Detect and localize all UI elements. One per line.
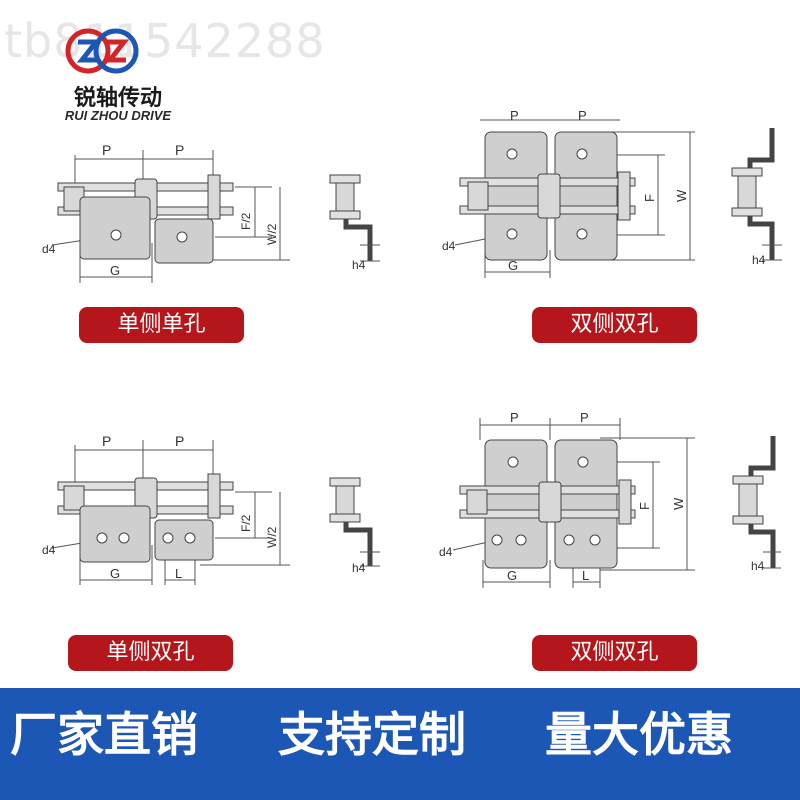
banner-factory-direct: 厂家直销 — [10, 708, 198, 763]
tag-single-side-double-hole: 单侧双孔 — [68, 635, 233, 671]
diagram-single-side-double-hole: P P G L d4 F/2 W/2 h4 — [42, 433, 380, 585]
label-f-half: F/2 — [239, 514, 253, 532]
tag-double-side-double-hole-top: 双侧双孔 — [532, 307, 697, 343]
label-w-half: W/2 — [265, 526, 279, 548]
label-w: W — [674, 189, 689, 202]
label-d4: d4 — [42, 242, 56, 256]
brand-name-en: RUI ZHOU DRIVE — [64, 108, 172, 123]
tag-double-side-double-hole-bottom: 双侧双孔 — [532, 635, 697, 671]
label-h4: h4 — [352, 561, 366, 575]
label-h4: h4 — [352, 258, 366, 272]
banner-bulk-discount: 量大优惠 — [545, 708, 733, 763]
diagram-double-side-double-hole-bottom: P P G L d4 F W h4 — [439, 410, 781, 588]
label-g: G — [110, 566, 120, 581]
banner-customization: 支持定制 — [278, 708, 466, 763]
label-h4: h4 — [752, 253, 766, 267]
label-g: G — [110, 263, 120, 278]
label-l: L — [582, 568, 589, 583]
label-p2: P — [175, 433, 184, 449]
label-d4: d4 — [442, 239, 456, 253]
label-p1: P — [102, 433, 111, 449]
diagram-single-side-single-hole: P P G d4 F/2 W/2 h4 — [42, 142, 380, 283]
brand-name-cn: 锐轴传动 — [73, 86, 162, 111]
label-p1: P — [510, 410, 519, 425]
watermark-text: tb811542288 — [4, 14, 326, 68]
label-g: G — [507, 568, 517, 583]
label-h4: h4 — [751, 559, 765, 573]
label-p1: P — [510, 110, 519, 123]
label-f: F — [637, 502, 652, 510]
label-p2: P — [580, 410, 589, 425]
label-w-half: W/2 — [265, 223, 279, 245]
label-f: F — [642, 194, 657, 202]
diagram-double-side-double-hole-top: P P G d4 F W h4 — [442, 110, 782, 278]
label-p1: P — [102, 142, 111, 158]
label-p2: P — [175, 142, 184, 158]
label-p2: P — [578, 110, 587, 123]
label-g: G — [508, 258, 518, 273]
promo-banner: 厂家直销 支持定制 量大优惠 — [0, 688, 800, 800]
tag-single-side-single-hole: 单侧单孔 — [79, 307, 244, 343]
label-w: W — [671, 497, 686, 510]
label-l: L — [175, 566, 182, 581]
label-f-half: F/2 — [239, 212, 253, 230]
brand-logo — [65, 28, 139, 74]
label-d4: d4 — [42, 543, 56, 557]
label-d4: d4 — [439, 545, 453, 559]
